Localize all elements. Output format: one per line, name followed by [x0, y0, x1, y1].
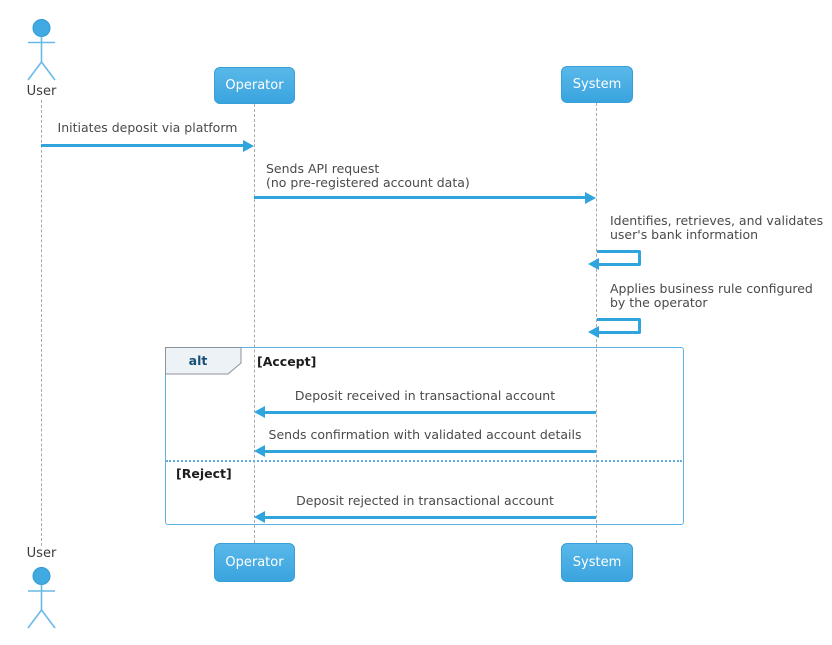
- self-message-rule-loop: [597, 318, 641, 334]
- message-deposit-rejected-label: Deposit rejected in transactional accoun…: [296, 493, 554, 508]
- lifeline-operator: [254, 104, 255, 543]
- message-api-request-line2: (no pre-registered account data): [266, 175, 470, 190]
- lifeline-system: [596, 103, 597, 543]
- self-message-validate-line2: user's bank information: [610, 227, 759, 242]
- message-api-request-line1: Sends API request: [266, 161, 380, 176]
- message-deposit-rejected-arrowhead: [254, 511, 265, 523]
- user-actor-label-top: User: [26, 84, 57, 99]
- lifeline-user: [41, 100, 42, 546]
- system-participant-top: System: [561, 66, 633, 103]
- message-api-request-arrow: [254, 196, 585, 199]
- alt-accept-guard: [Accept]: [257, 354, 317, 369]
- operator-participant-bottom: Operator: [214, 543, 295, 582]
- self-message-rule-arrowhead: [588, 326, 599, 338]
- message-initiate-label: Initiates deposit via platform: [57, 120, 238, 135]
- message-confirmation-arrowhead: [254, 445, 265, 457]
- self-message-rule-line2: by the operator: [610, 295, 708, 310]
- alt-frame: alt: [165, 347, 684, 525]
- user-actor-icon-bottom: [27, 567, 56, 629]
- self-message-rule-label: Applies business rule configured by the …: [610, 282, 813, 310]
- message-initiate-arrowhead: [243, 140, 254, 152]
- self-message-rule-line1: Applies business rule configured: [610, 281, 813, 296]
- alt-branch-divider: [166, 460, 682, 462]
- self-message-validate-label: Identifies, retrieves, and validates use…: [610, 214, 823, 242]
- message-confirmation-label: Sends confirmation with validated accoun…: [268, 427, 582, 442]
- message-deposit-rejected-arrow: [265, 516, 596, 519]
- alt-reject-guard: [Reject]: [176, 466, 232, 481]
- message-confirmation-arrow: [265, 450, 596, 453]
- self-message-validate-loop: [597, 250, 641, 266]
- message-api-request-arrowhead: [585, 192, 596, 204]
- message-deposit-received-arrow: [265, 411, 596, 414]
- user-actor-label-bottom: User: [26, 546, 57, 561]
- message-api-request-label: Sends API request (no pre-registered acc…: [266, 162, 470, 190]
- message-deposit-received-label: Deposit received in transactional accoun…: [294, 388, 556, 403]
- system-participant-bottom: System: [561, 543, 633, 582]
- self-message-validate-line1: Identifies, retrieves, and validates: [610, 213, 824, 228]
- user-actor-icon: [27, 19, 56, 81]
- self-message-validate-arrowhead: [588, 258, 599, 270]
- alt-frame-operator-label: alt: [188, 353, 208, 368]
- alt-frame-pentagon: [165, 347, 242, 375]
- message-deposit-received-arrowhead: [254, 406, 265, 418]
- message-initiate-arrow: [41, 144, 244, 147]
- operator-participant-top: Operator: [214, 67, 295, 104]
